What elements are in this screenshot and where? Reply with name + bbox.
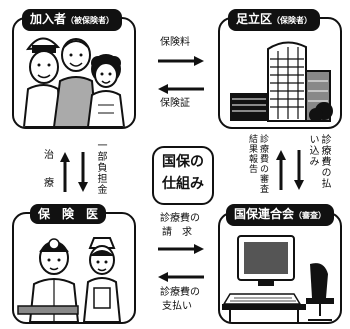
member-panel — [12, 17, 136, 129]
pay-label-2: 支払い — [162, 301, 192, 312]
family-illustration — [22, 37, 126, 127]
fee-report-label: 診療費の審査結果報告 — [247, 134, 268, 194]
arrow-right-icon — [158, 56, 204, 66]
arrow-up-icon — [60, 152, 70, 192]
fee-payin-label: 診療費の払い込み — [307, 134, 330, 189]
premium-label: 保険料 — [160, 37, 190, 48]
computer-illustration — [222, 235, 334, 322]
arrow-down-icon — [294, 150, 304, 190]
center-title-line2: 仕組み — [162, 176, 204, 192]
arrow-left-icon — [158, 272, 204, 282]
federation-panel — [218, 212, 342, 324]
claim-label-2: 請 求 — [162, 227, 192, 238]
pay-label-1: 診療費の — [160, 287, 200, 298]
center-title-line1: 国保の — [162, 154, 204, 170]
arrow-left-icon — [158, 84, 204, 94]
doctor-panel — [12, 212, 136, 324]
ward-panel — [218, 17, 342, 129]
doctor-nurse-illustration — [17, 237, 122, 322]
federation-title: 国保連合会（審査） — [226, 204, 335, 226]
arrow-right-icon — [158, 244, 204, 254]
doctor-title: 保 険 医 — [30, 204, 107, 224]
arrow-down-icon — [78, 152, 88, 192]
center-title: 国保の 仕組み — [152, 146, 214, 205]
arrow-up-icon — [276, 150, 286, 190]
ward-title: 足立区（保険者） — [228, 9, 321, 31]
card-label: 保険証 — [160, 98, 190, 109]
claim-label-1: 診療費の — [160, 213, 200, 224]
treatment-label-a: 治 — [44, 150, 54, 161]
treatment-label-b: 療 — [44, 178, 54, 189]
copay-label: 一部負担金 — [95, 140, 106, 195]
building-illustration — [230, 41, 333, 122]
member-title: 加入者（被保険者） — [22, 9, 123, 31]
